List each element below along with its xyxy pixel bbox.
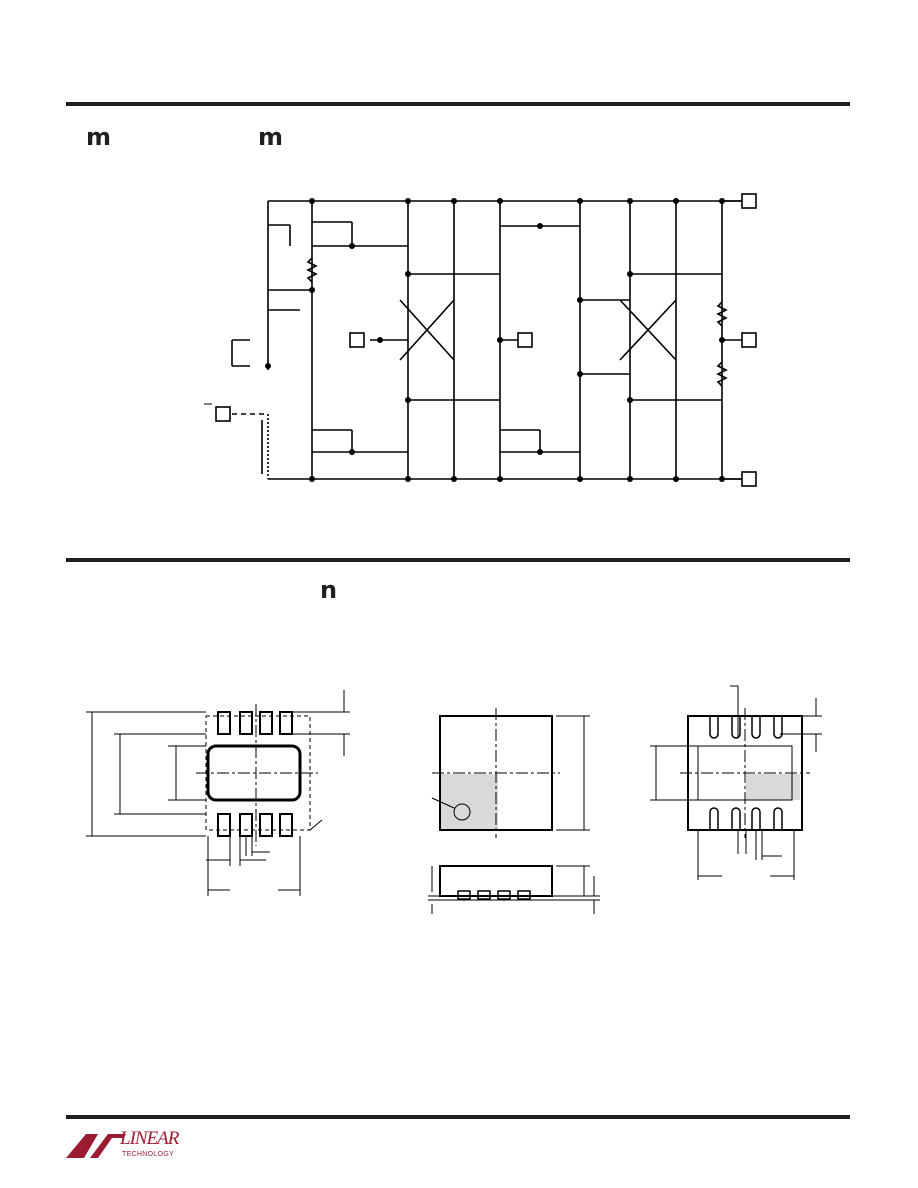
schematic-heading-glyph-right: m bbox=[258, 123, 284, 151]
top-section-rule bbox=[66, 102, 850, 106]
schematic-heading-glyph-left: m bbox=[86, 123, 112, 151]
middle-section-rule bbox=[66, 558, 850, 562]
package-top-view bbox=[431, 708, 590, 838]
footer-rule bbox=[66, 1115, 850, 1119]
package-side-view bbox=[428, 865, 600, 914]
company-logo-subtitle: TECHNOLOGY bbox=[122, 1151, 175, 1158]
package-heading-glyph: n bbox=[320, 576, 338, 604]
package-bottom-view bbox=[650, 685, 822, 880]
company-logo-wordmark: LINEAR bbox=[120, 1128, 179, 1149]
recommended-footprint bbox=[86, 690, 350, 896]
company-logo-icon bbox=[66, 1134, 126, 1158]
